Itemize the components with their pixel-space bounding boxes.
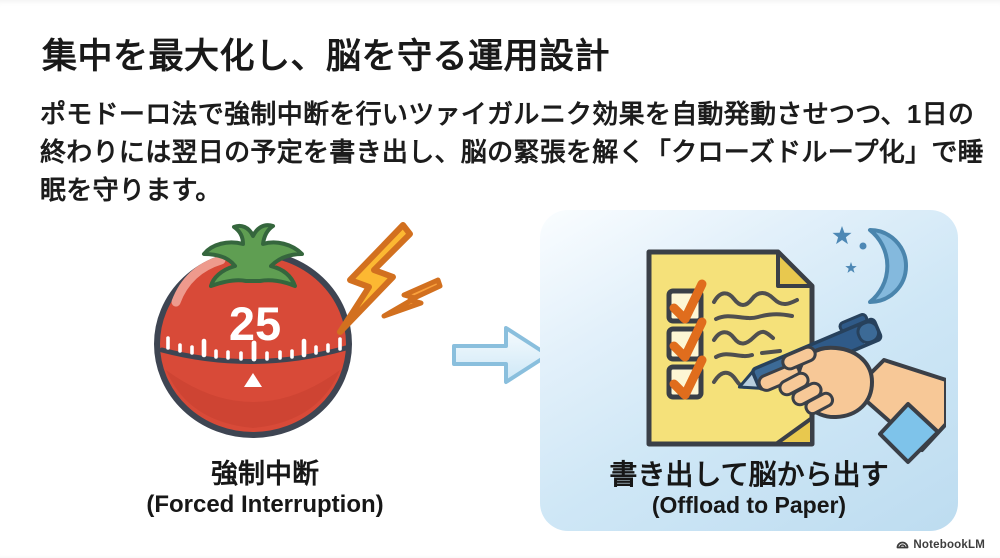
watermark-label: NotebookLM [913, 538, 985, 551]
tomato-shading [166, 370, 340, 428]
body-line-1: ポモドーロ法で強制中断を行いツァイガルニク効果を自動発動させつつ、1日の [40, 99, 975, 129]
checkmark-icons [669, 279, 707, 400]
lightning-small-icon [381, 277, 443, 319]
paper-fold-bottom [774, 416, 814, 446]
paper-fold-top [776, 250, 814, 288]
offload-card: 書き出して脳から出す (Offload to Paper) [540, 210, 958, 531]
body-line-3: 眠を守ります。 [40, 175, 222, 205]
checklist-paper-illustration [646, 226, 946, 464]
right-arrow-icon [452, 326, 550, 384]
caption-interruption: 強制中断 (Forced Interruption) [80, 458, 450, 519]
body-paragraph: ポモドーロ法で強制中断を行いツァイガルニク効果を自動発動させつつ、1日の 終わり… [40, 95, 984, 209]
dial-pointer [244, 373, 262, 387]
tomato-highlight [171, 255, 226, 307]
notebooklm-logo-icon [896, 541, 909, 549]
watermark: NotebookLM [896, 538, 985, 551]
dial-ticks [166, 336, 342, 362]
caption-offload-en: (Offload to Paper) [651, 492, 847, 518]
caption-offload-ja: 書き出して脳から出す [609, 459, 889, 490]
page-title: 集中を最大化し、脳を守る運用設計 [42, 37, 611, 76]
stars-icon [832, 226, 867, 273]
moon-icon [868, 228, 908, 304]
right-arrow-shape [452, 326, 550, 384]
tomato-stem [202, 223, 304, 288]
hand-icon [757, 345, 875, 420]
caption-interruption-en: (Forced Interruption) [146, 491, 384, 518]
caption-interruption-ja: 強制中断 [211, 459, 319, 489]
caption-offload: 書き出して脳から出す (Offload to Paper) [540, 459, 958, 520]
lightning-icon [337, 222, 413, 335]
sleeve-cuff [878, 402, 940, 464]
body-line-2: 終わりには翌日の予定を書き出し、脳の緊張を解く「クローズドループ化」で睡 [40, 137, 984, 167]
tomato-timer-icon: 25 [154, 222, 443, 438]
transition-arrow [446, 316, 556, 396]
tomato-timer-figure: 25 [118, 220, 450, 448]
dial-line [159, 345, 349, 364]
